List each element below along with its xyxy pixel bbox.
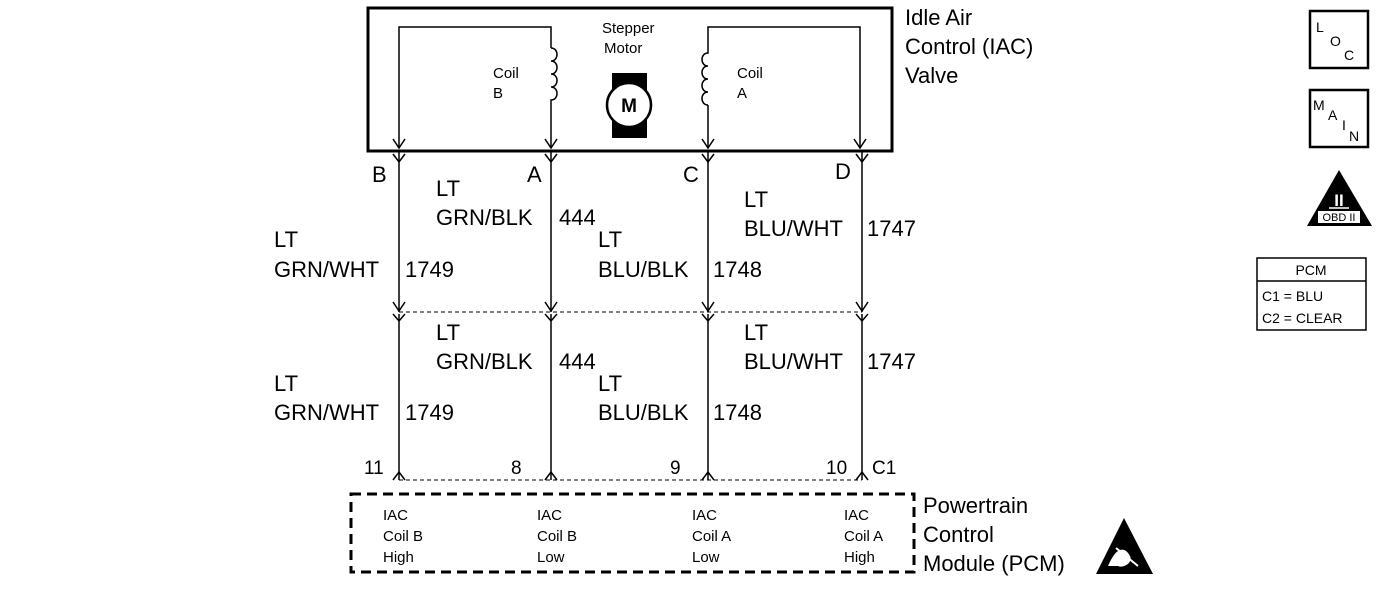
obd-numeral: II <box>1334 191 1343 210</box>
main-letter-a: A <box>1328 107 1338 123</box>
coil-b-internal-wire <box>398 26 552 148</box>
wire-lower-1-circuit: 1749 <box>405 400 454 425</box>
wire-upper-4-color-1: LT <box>744 187 768 212</box>
iac-title-3: Valve <box>905 63 958 88</box>
pcm-circuit-3-line-2: Coil A <box>692 528 731 545</box>
wire-lower-4-circuit: 1747 <box>867 349 916 374</box>
main-letter-m: M <box>1313 97 1325 113</box>
pcm-connector-label: C1 <box>872 458 896 479</box>
stepper-label-1: Stepper <box>602 20 655 37</box>
location-icon: L O C <box>1308 9 1370 70</box>
coil-b-winding <box>550 47 558 148</box>
terminal-label-c: C <box>683 162 699 187</box>
main-letter-n: N <box>1349 128 1359 144</box>
pcm-circuit-2-line-3: Low <box>537 549 565 566</box>
terminal-b-arrow <box>392 138 406 150</box>
wire-lower-2-color-2: GRN/BLK <box>436 349 533 374</box>
loc-letter-l: L <box>1316 19 1324 35</box>
wire-lower-3-color-2: BLU/BLK <box>598 400 689 425</box>
connector-table-row-1: C1 = BLU <box>1262 288 1323 304</box>
wire-upper-3-color-2: BLU/BLK <box>598 257 689 282</box>
stepper-label-2: Motor <box>604 40 642 57</box>
connector-table-header: PCM <box>1295 262 1326 278</box>
wire-upper-1-color-1: LT <box>274 227 298 252</box>
wire-upper-1-color-2: GRN/WHT <box>274 257 379 282</box>
pcm-title-3: Module (PCM) <box>923 551 1065 576</box>
connector-table: PCM C1 = BLU C2 = CLEAR <box>1256 257 1367 331</box>
coil-b-label-1: Coil <box>493 65 519 82</box>
pcm-pin-11: 11 <box>364 458 384 479</box>
loc-letter-c: C <box>1344 47 1354 63</box>
iac-valve-component: M Stepper Motor Coil B Coil A <box>366 6 894 153</box>
pcm-circuit-2-line-1: IAC <box>537 507 562 524</box>
wire-lower-3-color-1: LT <box>598 371 622 396</box>
wire-lower-1-color-1: LT <box>274 371 298 396</box>
pcm-box <box>349 492 916 574</box>
pcm-title-1: Powertrain <box>923 493 1028 518</box>
wire-upper-1-circuit: 1749 <box>405 257 454 282</box>
terminal-a-arrow <box>544 138 558 150</box>
wire-lower-1-color-2: GRN/WHT <box>274 400 379 425</box>
pcm-circuit-4-line-2: Coil A <box>844 528 883 545</box>
pcm-pin-10: 10 <box>826 458 847 479</box>
wire-upper-3-circuit: 1748 <box>713 257 762 282</box>
main-icon: M A I N <box>1308 88 1370 149</box>
pcm-pin-9: 9 <box>670 458 681 479</box>
main-letter-i: I <box>1342 117 1346 133</box>
obd-ii-icon: II OBD II <box>1307 170 1372 226</box>
pcm-circuit-1-line-1: IAC <box>383 507 408 524</box>
terminal-label-b: B <box>372 162 387 187</box>
loc-letter-o: O <box>1330 33 1341 49</box>
wire-lower-4-color-2: BLU/WHT <box>744 349 843 374</box>
terminal-d-arrow <box>853 138 867 150</box>
terminal-label-a: A <box>527 162 542 187</box>
coil-a-label-2: A <box>737 85 747 102</box>
iac-valve-box <box>366 6 894 153</box>
wire-lower-2-circuit: 444 <box>559 349 596 374</box>
wire-lower-2-color-1: LT <box>436 320 460 345</box>
pcm-circuit-3-line-3: Low <box>692 549 720 566</box>
motor-symbol: M <box>621 96 637 117</box>
wire-upper-4-circuit: 1747 <box>867 216 916 241</box>
coil-b-label-2: B <box>493 85 503 102</box>
wire-upper-2-color-1: LT <box>436 176 460 201</box>
iac-title-2: Control (IAC) <box>905 34 1033 59</box>
coil-a-label-1: Coil <box>737 65 763 82</box>
coil-a-winding <box>701 26 861 148</box>
esd-warning-icon <box>1096 518 1153 574</box>
pcm-circuit-1-line-3: High <box>383 549 414 566</box>
wire-harness <box>392 151 869 481</box>
pcm-circuit-4-line-3: High <box>844 549 875 566</box>
wire-upper-2-circuit: 444 <box>559 205 596 230</box>
pcm-circuit-1-line-2: Coil B <box>383 528 423 545</box>
stepper-motor-icon: M <box>605 73 653 138</box>
wire-upper-3-color-1: LT <box>598 227 622 252</box>
wire-lower-3-circuit: 1748 <box>713 400 762 425</box>
pcm-title-2: Control <box>923 522 994 547</box>
iac-title-1: Idle Air <box>905 5 972 30</box>
wire-lower-4-color-1: LT <box>744 320 768 345</box>
wire-upper-4-color-2: BLU/WHT <box>744 216 843 241</box>
wire-upper-2-color-2: GRN/BLK <box>436 205 533 230</box>
pcm-circuit-4-line-1: IAC <box>844 507 869 524</box>
pcm-circuit-2-line-2: Coil B <box>537 528 577 545</box>
obd-label: OBD II <box>1322 212 1355 224</box>
pcm-pin-8: 8 <box>511 458 522 479</box>
connector-table-row-2: C2 = CLEAR <box>1262 310 1343 326</box>
terminal-label-d: D <box>835 159 851 184</box>
terminal-c-arrow <box>701 138 715 150</box>
pcm-circuit-3-line-1: IAC <box>692 507 717 524</box>
